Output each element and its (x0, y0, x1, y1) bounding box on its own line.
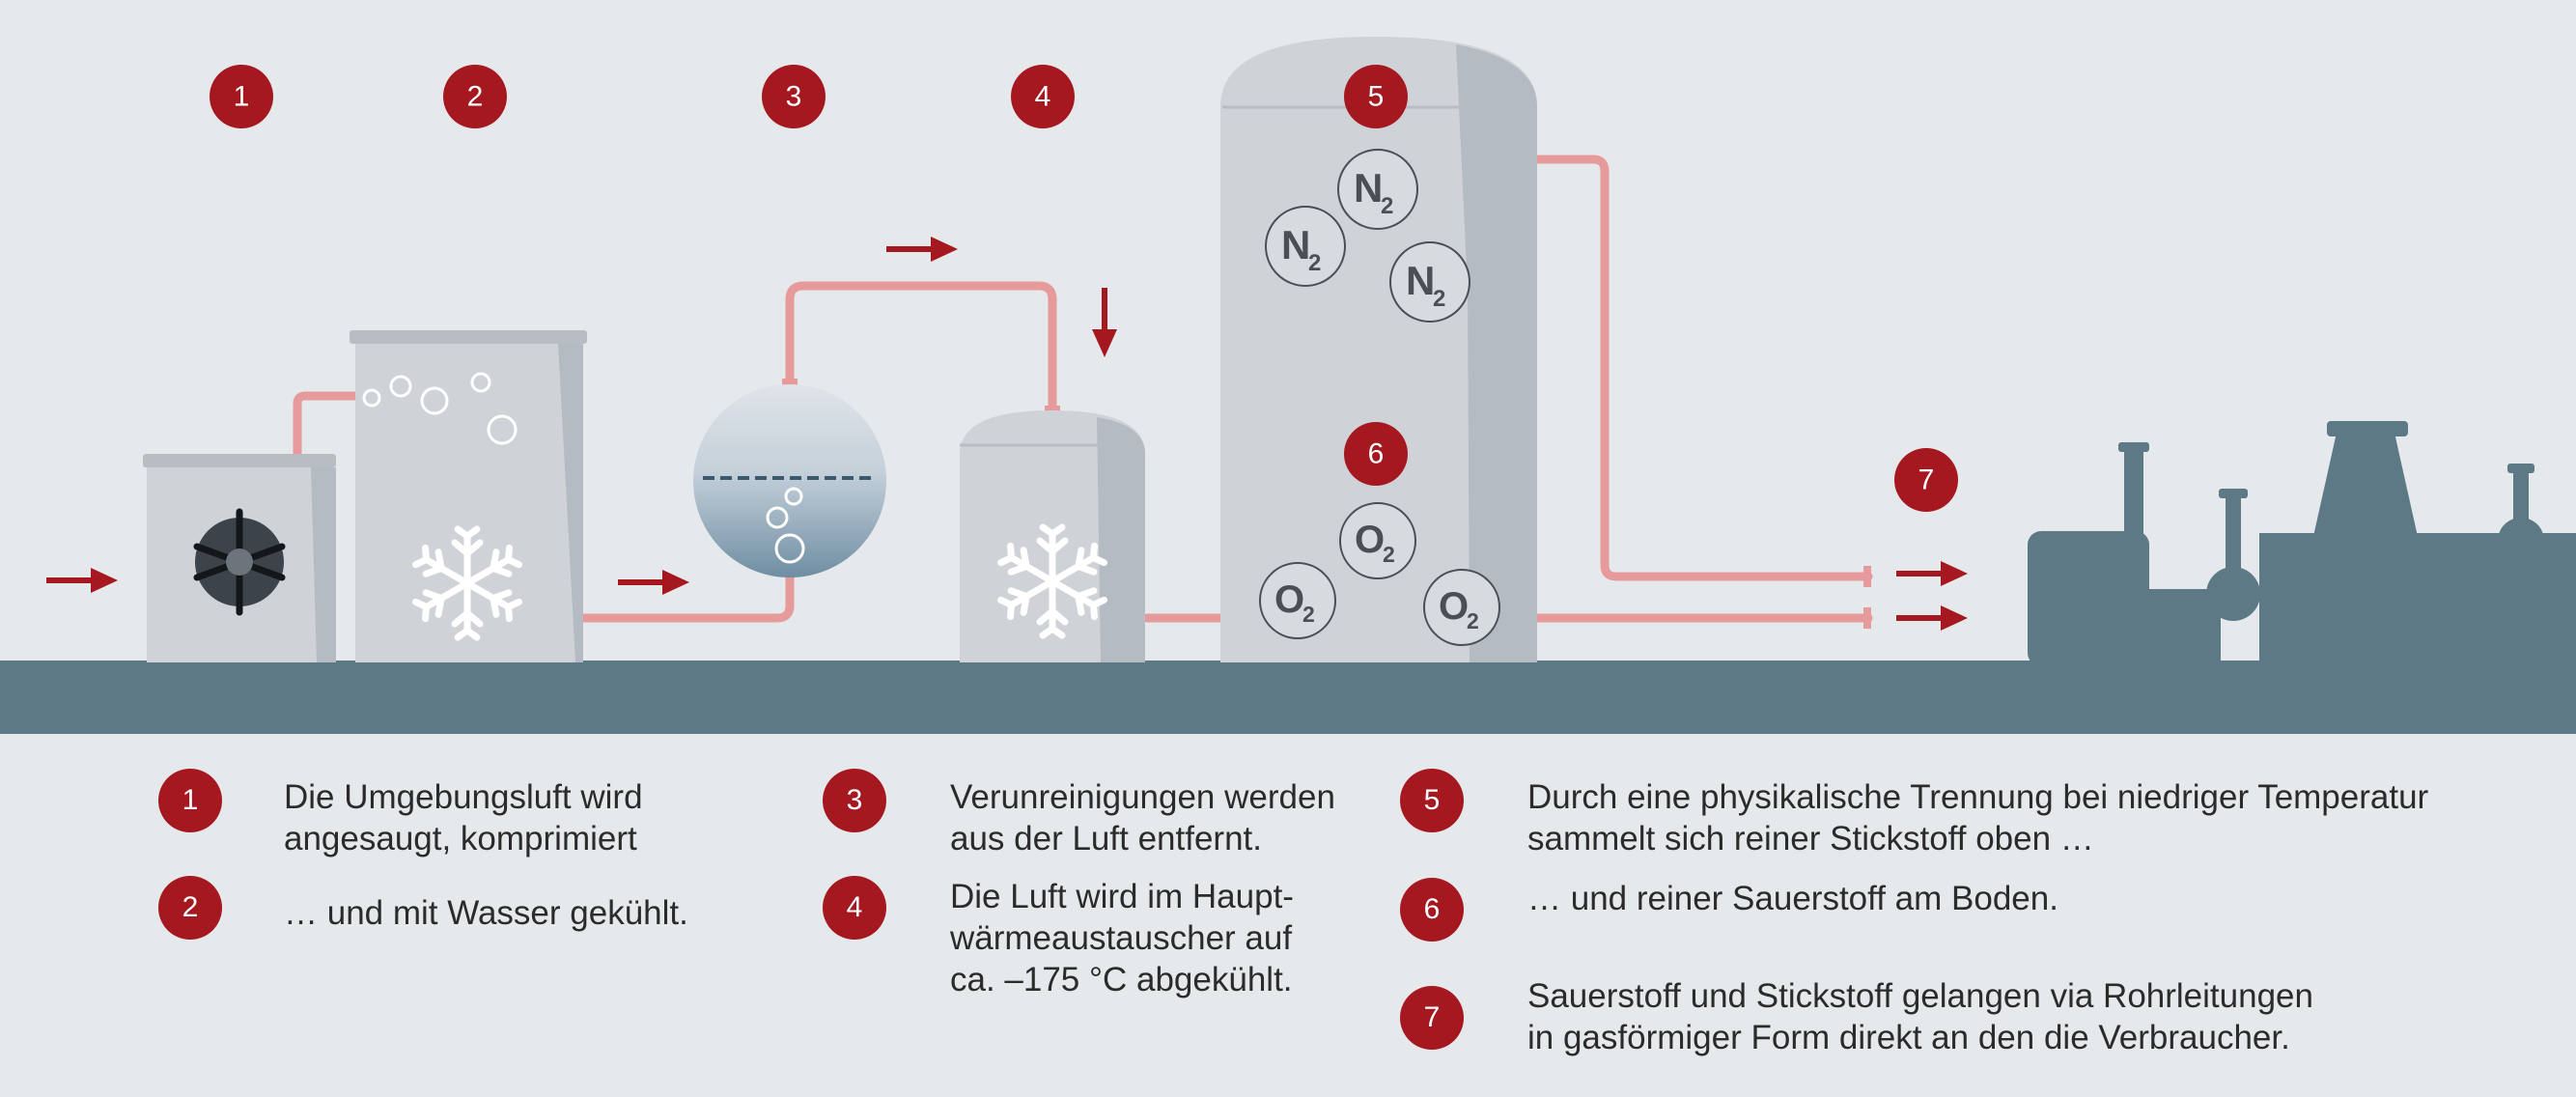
svg-text:2: 2 (1383, 542, 1395, 567)
svg-text:O: O (1439, 585, 1469, 628)
molecule-n2: N 2 (1389, 241, 1470, 323)
fan-icon (193, 508, 286, 616)
svg-text:2: 2 (1308, 250, 1321, 276)
step-badge-2: 2 (443, 65, 507, 128)
flow-arrow-icon (1092, 288, 1117, 357)
step-badge-7: 7 (1894, 448, 1958, 512)
legend-badge: 1 (158, 769, 222, 832)
step-badge-5: 5 (1344, 65, 1408, 128)
step-badge-3: 3 (762, 65, 826, 128)
molecule-o2: O 2 (1259, 562, 1336, 639)
flow-arrow-icon (46, 568, 118, 593)
step-badge-1: 1 (210, 65, 273, 128)
oxygen-molecules: O 2 O 2 O 2 (1259, 502, 1500, 646)
svg-text:2: 2 (1381, 193, 1393, 219)
purifier-sphere (693, 384, 886, 577)
molecule-n2: N 2 (1265, 206, 1346, 287)
svg-text:2: 2 (1302, 602, 1315, 627)
svg-text:2: 2 (1433, 286, 1445, 312)
nitrogen-molecules: N 2 N 2 N 2 (1265, 149, 1470, 323)
compressor (143, 454, 336, 662)
legend-badge: 6 (1400, 878, 1464, 942)
flow-arrow-icon (1896, 561, 1968, 586)
molecule-n2: N 2 (1337, 149, 1418, 230)
water-cooler (350, 330, 587, 662)
legend-badge: 7 (1400, 986, 1464, 1050)
svg-text:N: N (1281, 222, 1310, 267)
legend-badge: 2 (158, 876, 222, 940)
svg-text:4: 4 (1035, 81, 1051, 113)
svg-text:N: N (1406, 258, 1435, 303)
svg-text:2: 2 (1467, 608, 1479, 633)
bubble-icon (362, 372, 518, 445)
svg-text:7: 7 (1918, 464, 1935, 496)
legend-badge: 5 (1400, 769, 1464, 832)
legend-badge: 4 (823, 876, 886, 940)
flow-arrow-icon (886, 237, 958, 262)
svg-text:6: 6 (1368, 438, 1385, 470)
legend-text: … und mit Wasser gekühlt. (284, 894, 688, 932)
step-badge-4: 4 (1011, 65, 1075, 128)
pipes (293, 155, 1873, 623)
factory-icon (2028, 421, 2576, 668)
flow-arrow-icon (618, 570, 689, 595)
svg-text:O: O (1355, 519, 1385, 561)
svg-text:5: 5 (1368, 81, 1385, 113)
step-badge-6: 6 (1344, 422, 1408, 486)
svg-text:1: 1 (234, 81, 250, 113)
molecule-o2: O 2 (1339, 502, 1416, 579)
separation-column (1220, 37, 1537, 662)
step-badges: 1 2 3 4 5 6 7 (210, 65, 1958, 512)
legend-text: Sauerstoff und Stickstoff gelangen via R… (1527, 977, 2313, 1056)
legend-text: Die Luft wird im Haupt-wärmeaustauscher … (950, 878, 1294, 999)
flow-arrow-icon (1896, 605, 1968, 631)
legend-text: Durch eine physikalische Trennung bei ni… (1527, 778, 2429, 858)
heat-exchanger (960, 410, 1145, 662)
svg-text:2: 2 (467, 81, 484, 113)
legend-badge: 3 (823, 769, 886, 832)
molecule-o2: O 2 (1423, 569, 1500, 646)
legend-text: … und reiner Sauerstoff am Boden. (1527, 880, 2058, 917)
svg-text:O: O (1274, 578, 1304, 621)
svg-text:N: N (1354, 165, 1383, 211)
svg-text:3: 3 (786, 81, 802, 113)
ground (0, 661, 2576, 734)
